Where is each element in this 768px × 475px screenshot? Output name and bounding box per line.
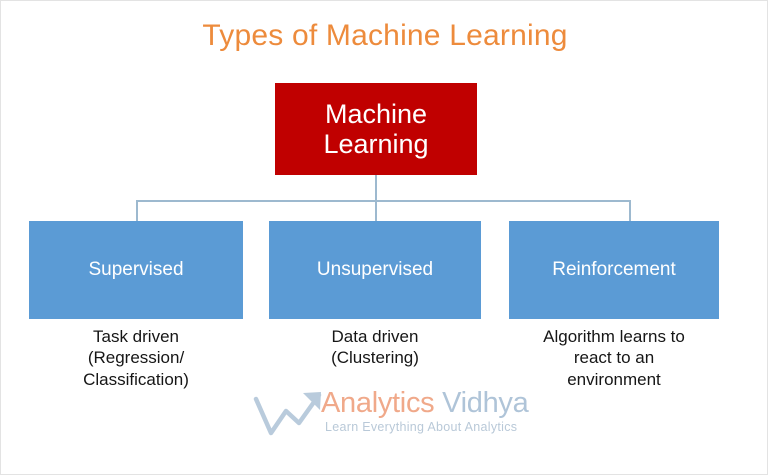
node-reinforcement-label: Reinforcement	[552, 259, 676, 280]
node-reinforcement: Reinforcement	[509, 221, 719, 319]
watermark-wordmark: Analytics Vidhya	[321, 387, 529, 420]
page-title: Types of Machine Learning	[202, 19, 568, 52]
watermark-brand-secondary: Vidhya	[434, 387, 529, 419]
watermark-brand-primary: Analytics	[321, 387, 435, 419]
caption-supervised: Task driven (Regression/ Classification)	[83, 327, 189, 389]
node-unsupervised: Unsupervised	[269, 221, 481, 319]
node-machine-learning: Machine Learning	[275, 83, 477, 175]
growth-arrow-icon	[253, 392, 322, 436]
node-machine-learning-label: Machine Learning	[323, 98, 429, 159]
connector-horizontal-bar	[136, 200, 630, 202]
connector-trunk	[375, 175, 377, 221]
node-supervised: Supervised	[29, 221, 243, 319]
node-unsupervised-label: Unsupervised	[316, 259, 434, 280]
watermark-tagline: Learn Everything About Analytics	[325, 420, 518, 434]
caption-reinforcement: Algorithm learns to react to an environm…	[543, 327, 685, 389]
caption-unsupervised: Data driven (Clustering)	[331, 327, 419, 368]
connector-drop-unsupervised	[375, 200, 377, 222]
watermark-logo: Analytics Vidhya Learn Everything About …	[253, 387, 533, 445]
node-supervised-label: Supervised	[88, 259, 184, 280]
connector-drop-supervised	[136, 200, 138, 222]
connector-drop-reinforcement	[629, 200, 631, 222]
